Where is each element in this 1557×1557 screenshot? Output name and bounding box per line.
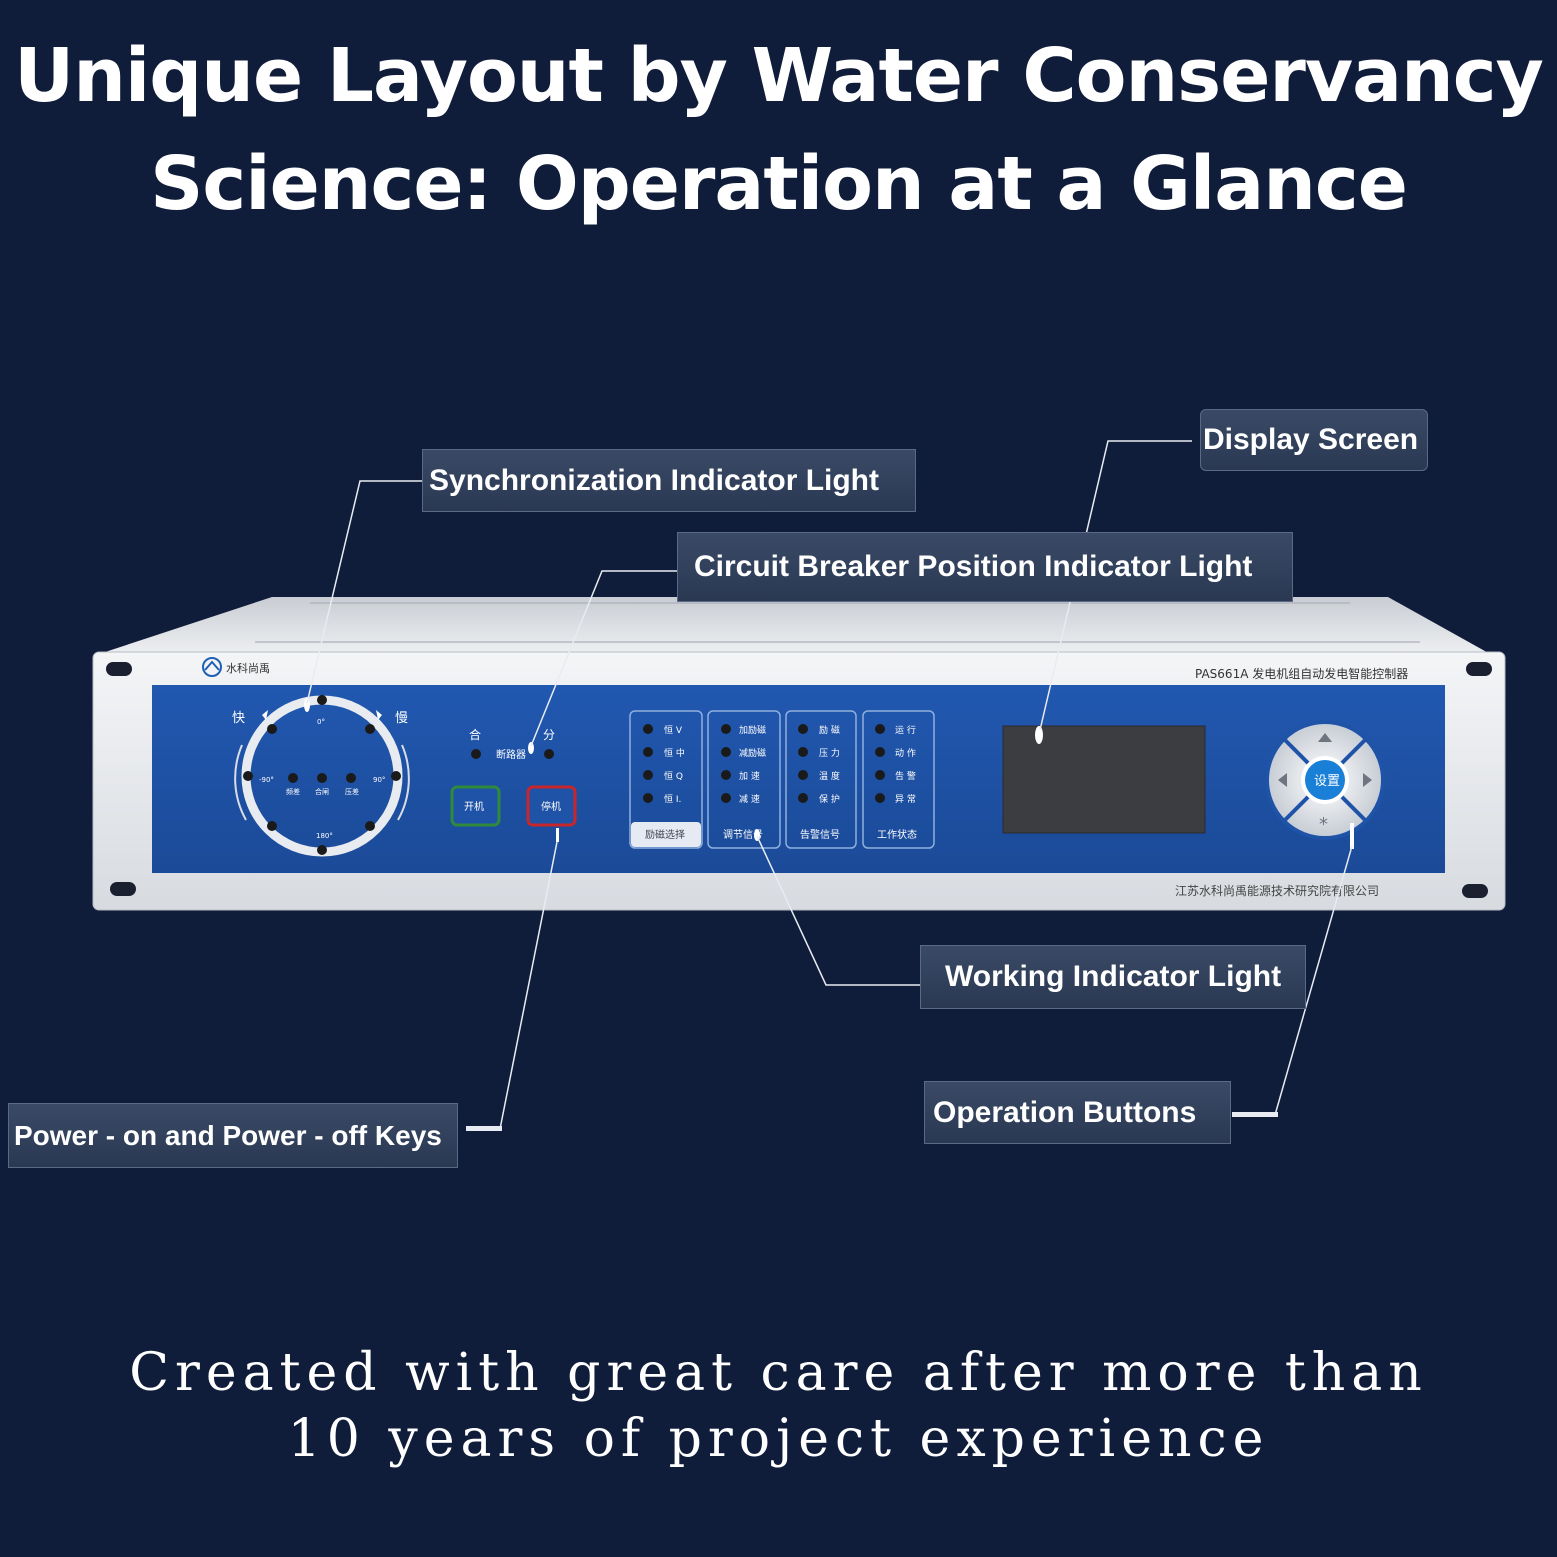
brand-name: 水科尚禹 [226,661,270,675]
deg-90-label: 90° [373,776,385,784]
indicator-group-regulation: 调节信号 加励磁 减励磁 加 速 减 速 [707,710,781,849]
set-key-label: 设置 [1314,774,1340,789]
sync-indicator-light [304,698,310,712]
sync-lamp-label: 频差 [286,787,300,796]
indicator-label: 动 作 [895,747,916,759]
indicator-label: 恒 Q [664,770,683,782]
rack-hole [110,882,136,896]
power-keys-callout: Power - on and Power - off Keys [8,1103,458,1168]
sync-slow-label: 慢 [395,710,408,726]
indicator-label: 恒 中 [664,747,685,759]
indicator-label: 运 行 [895,724,916,736]
arrow-right-icon [1363,773,1372,787]
stop-key-label: 停机 [541,800,561,813]
breaker-open-lamp [544,749,554,759]
rack-hole [1462,884,1488,898]
indicator-label: 恒 V [664,724,683,736]
group-title: 调节信号 [723,829,763,841]
headline-line-1: Unique Layout by Water Conservancy [14,33,1544,119]
deg-0-label: 0° [317,718,325,726]
company-name: 江苏水科尚禹能源技术研究院有限公司 [1175,883,1379,898]
indicator-label: 告 警 [895,770,916,782]
sync-fast-label: 快 [232,711,245,726]
indicator-label: 加励磁 [739,724,766,736]
brand-logo-icon [202,657,222,677]
group-title: 工作状态 [877,828,917,841]
headline-line-2: Science: Operation at a Glance [150,141,1408,227]
sync-lamp-label: 压差 [345,787,359,796]
arrow-left-icon [1278,773,1287,787]
operation-pad[interactable]: 设置 * [1265,720,1385,840]
sync-light-callout: Synchronization Indicator Light [422,449,916,512]
stop-key[interactable] [526,785,577,827]
rack-hole [1466,662,1492,676]
indicator-label: 温 度 [819,770,840,782]
rack-hole [106,662,132,676]
indicator-label: 励 磁 [819,724,840,736]
indicator-label: 压 力 [819,747,840,759]
sync-lamp-label: 合闸 [315,787,329,796]
indicator-group-alarm: 告警信号 励 磁 压 力 温 度 保 护 [785,710,857,849]
display-screen [1002,725,1206,834]
indicator-label: 加 速 [739,771,760,782]
headline: Unique Layout by Water Conservancy Scien… [0,22,1557,238]
breaker-light-callout: Circuit Breaker Position Indicator Light [677,532,1293,602]
breaker-close-label: 合 [469,727,481,742]
indicator-label: 异 常 [895,793,916,805]
display-screen-callout: Display Screen [1200,409,1428,471]
deg-neg90-label: -90° [259,776,274,784]
leader-lines [306,440,1353,1130]
breaker-indicator-light [528,742,534,754]
star-key-label: * [1319,814,1328,835]
tagline: Created with great care after more than … [0,1340,1557,1472]
breaker-close-lamp [471,749,481,759]
start-key-label: 开机 [464,800,484,813]
indicator-label: 减励磁 [739,747,766,759]
tagline-line-1: Created with great care after more than [129,1343,1428,1403]
deg-180-label: 180° [316,832,333,840]
indicator-group-status: 工作状态 运 行 动 作 告 警 异 常 [862,710,935,849]
indicator-label: 恒 I. [664,793,681,805]
working-light-callout: Working Indicator Light [920,945,1306,1009]
group-title: 励磁选择 [645,828,685,841]
arrow-up-icon [1318,733,1332,742]
start-key[interactable] [450,785,501,827]
model-label: PAS661A 发电机组自动发电智能控制器 [1195,666,1408,681]
indicator-label: 减 速 [739,793,760,805]
chassis-top [96,597,1492,655]
breaker-label: 断路器 [496,748,526,761]
operation-buttons-callout: Operation Buttons [924,1081,1231,1144]
indicator-group-excitation: 励磁选择 恒 V 恒 中 恒 Q 恒 I. [629,710,703,849]
indicator-label: 保 护 [819,793,840,805]
synchroscope [234,695,410,857]
tagline-line-2: 10 years of project experience [287,1409,1270,1469]
group-title: 告警信号 [800,828,840,841]
breaker-open-label: 分 [543,728,555,742]
